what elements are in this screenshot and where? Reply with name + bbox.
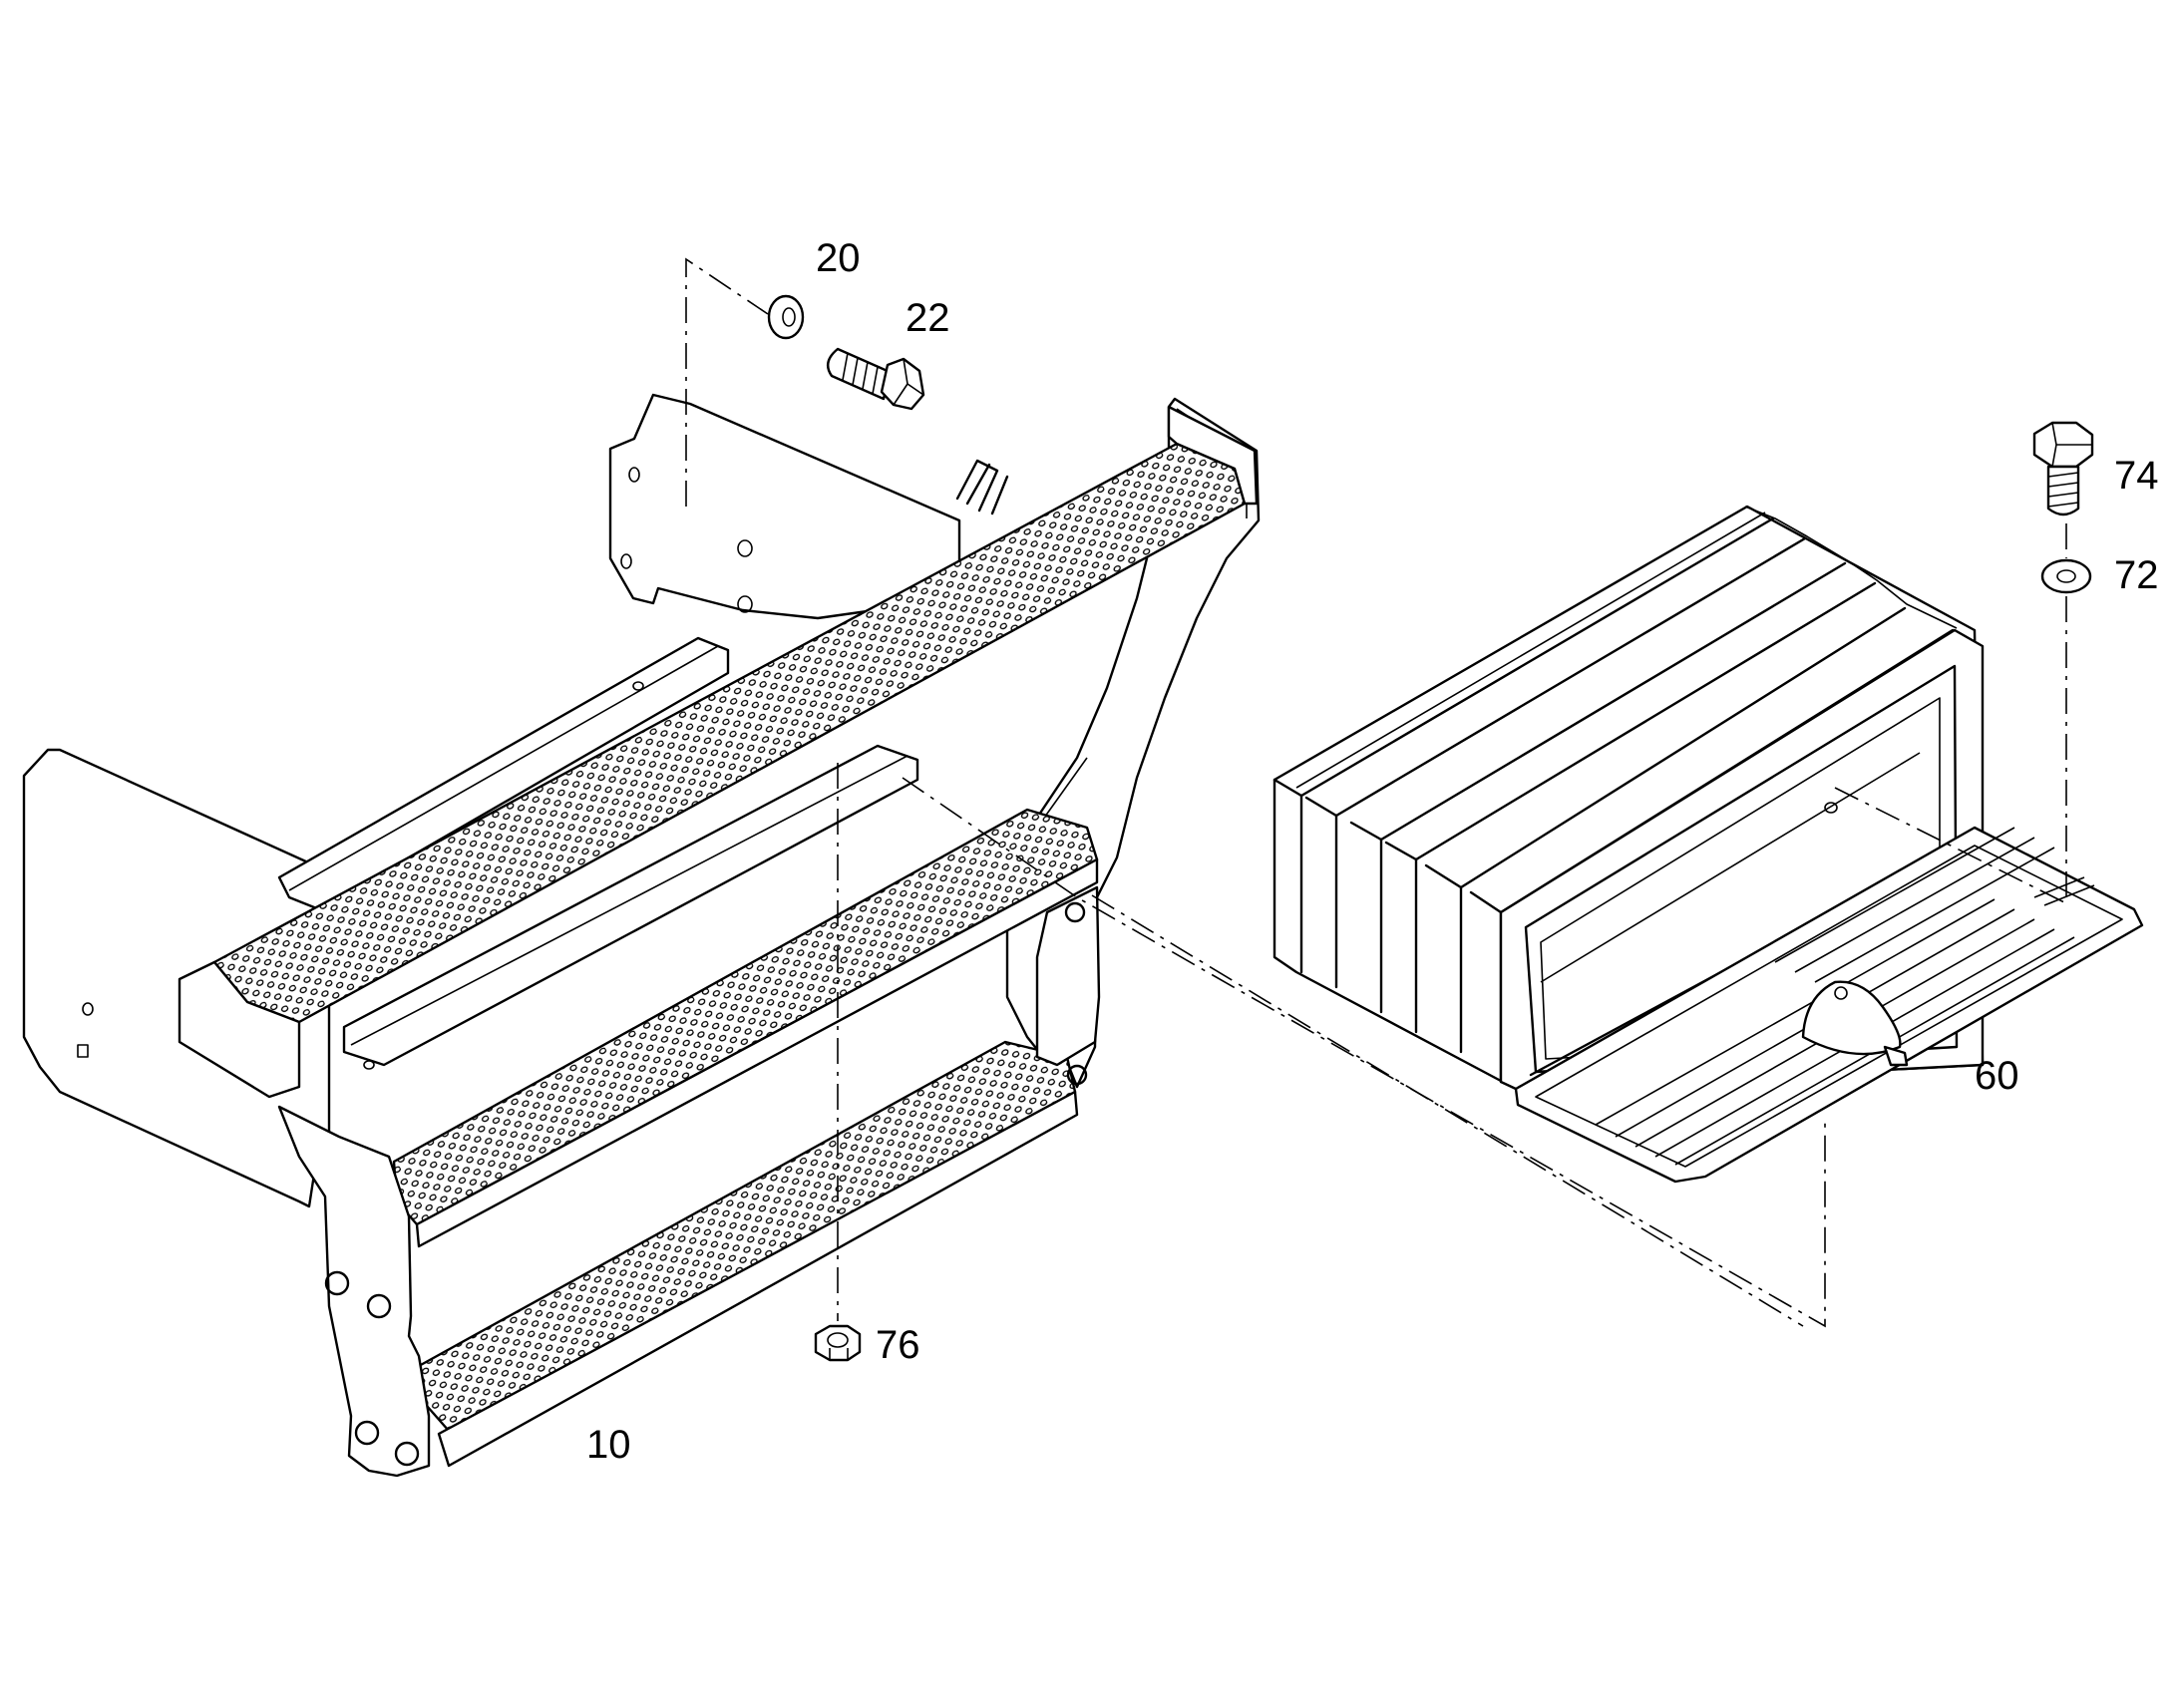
bolt-head-icon bbox=[366, 1293, 392, 1319]
nut-part-76 bbox=[814, 1324, 862, 1362]
bolt-shank-icon bbox=[2046, 465, 2080, 516]
bolt-head-icon bbox=[324, 1270, 350, 1296]
assembly-center-lines bbox=[685, 257, 2067, 1328]
callout-76: 76 bbox=[876, 1323, 920, 1367]
callout-72: 72 bbox=[2114, 553, 2159, 597]
washer-hole-icon bbox=[2056, 569, 2076, 583]
bolt-head-icon bbox=[1064, 901, 1086, 923]
rear-mounting-bracket bbox=[608, 393, 961, 620]
callout-10: 10 bbox=[586, 1423, 631, 1467]
callout-22: 22 bbox=[906, 296, 950, 340]
washer-icon bbox=[767, 294, 805, 340]
washer-part-20 bbox=[767, 294, 805, 340]
hex-nut-icon bbox=[814, 1324, 862, 1362]
middle-step-edge bbox=[415, 857, 1099, 1248]
right-hanger-leg bbox=[1035, 885, 1101, 1067]
step-assembly bbox=[22, 393, 1261, 1478]
bolt-shank-icon bbox=[826, 347, 892, 401]
callout-20: 20 bbox=[816, 236, 861, 280]
bracket-hole-icon bbox=[628, 467, 640, 483]
washer-hole-icon bbox=[782, 307, 796, 327]
washer-icon bbox=[2040, 558, 2092, 594]
callout-74: 74 bbox=[2114, 454, 2159, 498]
bracket-hole-icon bbox=[620, 553, 632, 569]
frame-slot-icon bbox=[77, 1044, 89, 1058]
bolt-head-icon bbox=[394, 1441, 420, 1467]
spring-clip bbox=[955, 459, 1009, 515]
bolt-head-icon bbox=[354, 1420, 380, 1446]
bracket-hole-icon bbox=[737, 539, 753, 557]
toolbox-part-60 bbox=[1272, 505, 2144, 1184]
bolt-part-74 bbox=[2032, 421, 2094, 516]
bolt-head-icon bbox=[1066, 1064, 1088, 1086]
lid-latch-icon bbox=[1801, 980, 1902, 1056]
bracket-hole-icon bbox=[737, 595, 753, 613]
frame-hole-icon bbox=[82, 1002, 94, 1016]
top-step-nose bbox=[1167, 405, 1259, 506]
callout-60: 60 bbox=[1975, 1054, 2019, 1098]
top-step-front-edge bbox=[178, 960, 301, 1099]
hex-head-icon bbox=[880, 357, 925, 411]
toolbox-inner-hole-icon bbox=[1824, 802, 1838, 814]
upper-cross-rail bbox=[277, 636, 730, 911]
toolbox-opening bbox=[1524, 664, 1959, 1074]
bottom-step-edge bbox=[437, 1090, 1079, 1468]
washer-part-72 bbox=[2040, 558, 2092, 594]
bolt-part-22 bbox=[826, 347, 925, 411]
